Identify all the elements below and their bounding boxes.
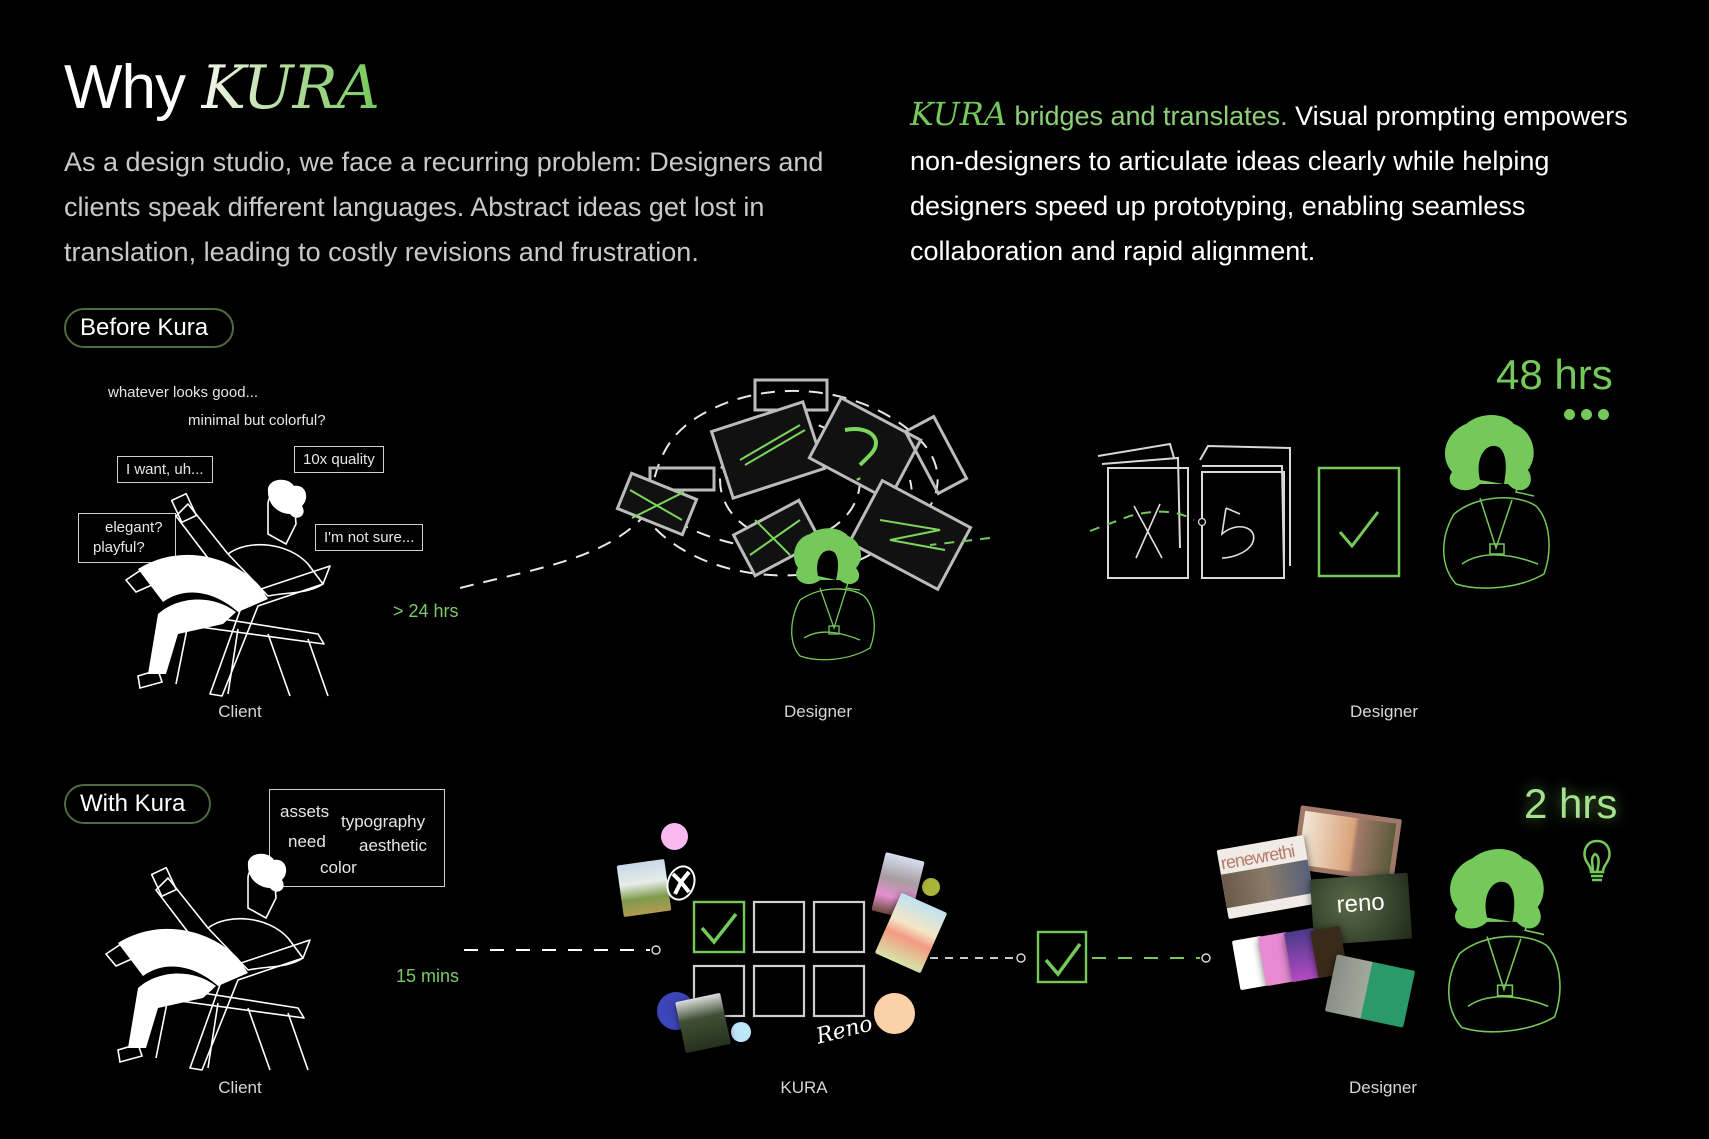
bubble-want: I want, uh... [117,456,213,483]
designer-woman-icon [1443,415,1550,589]
color-swatch-lightblue [731,1022,751,1042]
with-caption-kura: KURA [780,1078,828,1097]
keyword-box: assets typography need aesthetic color [269,789,445,887]
bubble-minimal: minimal but colorful? [188,412,326,429]
mockup-green [1324,954,1416,1028]
lightbulb-icon [1583,839,1611,882]
checkmark-icon [1036,930,1088,984]
with-client-time: 15 mins [396,966,460,986]
before-caption-designer-right: Designer [1349,702,1419,721]
with-caption-client: Client [218,1078,262,1097]
before-total-time: 48 hrs [1496,351,1613,398]
bubble-quality: 10x quality [294,446,384,473]
chair-person-icon [124,479,331,697]
checkmark-icon [700,912,738,945]
with-kura-label: With Kura [64,784,212,824]
color-swatch-olive [922,878,940,896]
bubble-whatever: whatever looks good... [108,384,259,401]
title-prefix: Why [64,53,186,122]
bubble-notsure: I'm not sure... [315,524,424,551]
bubble-elegant-playful: elegant? playful? [78,513,176,563]
with-total-time: 2 hrs [1524,780,1618,827]
before-kura-label: Before Kura [64,308,235,348]
color-swatch-pink [661,823,688,850]
flow-connector [464,945,1211,963]
ellipsis-dots-icon [1558,407,1609,425]
abstract-shape-icon [666,865,696,901]
title-brand: KURA [201,53,380,123]
color-swatch-peach [874,993,915,1034]
before-caption-client: Client [218,702,262,721]
bubble-elegant: elegant? [105,519,163,536]
mockup-renewrethink: renewrethi [1216,834,1316,920]
keyword-typography: typography [341,812,426,831]
before-client-time: > 24 hrs [393,601,459,621]
designer-woman-icon [791,528,875,661]
before-caption-designer-middle: Designer [783,702,853,721]
moodboard-image-landscape [616,858,672,918]
keyword-need: need [288,832,326,851]
keyword-color: color [320,858,357,877]
pitch-highlight: bridges and translates. [1006,101,1288,131]
designer-woman-icon [1448,849,1561,1033]
page-title: Why KURA [64,52,380,123]
chair-person-icon [104,853,311,1071]
bubble-playful: playful? [93,539,145,556]
pitch-paragraph: KURA bridges and translates. Visual prom… [910,92,1670,274]
keyword-assets: assets [280,802,330,821]
mockup-reno-text: reno [1335,888,1386,919]
moodboard-grid [692,900,866,1018]
pitch-brand: KURA [910,95,1007,133]
with-caption-designer: Designer [1348,1078,1418,1097]
intro-paragraph: As a design studio, we face a recurring … [64,147,824,267]
pitch-text: Visual prompting empowers non-designers … [910,101,1628,266]
keyword-aesthetic: aesthetic [359,836,428,855]
revision-sheets-illustration [1089,442,1401,579]
revision-chaos-illustration [459,378,991,592]
